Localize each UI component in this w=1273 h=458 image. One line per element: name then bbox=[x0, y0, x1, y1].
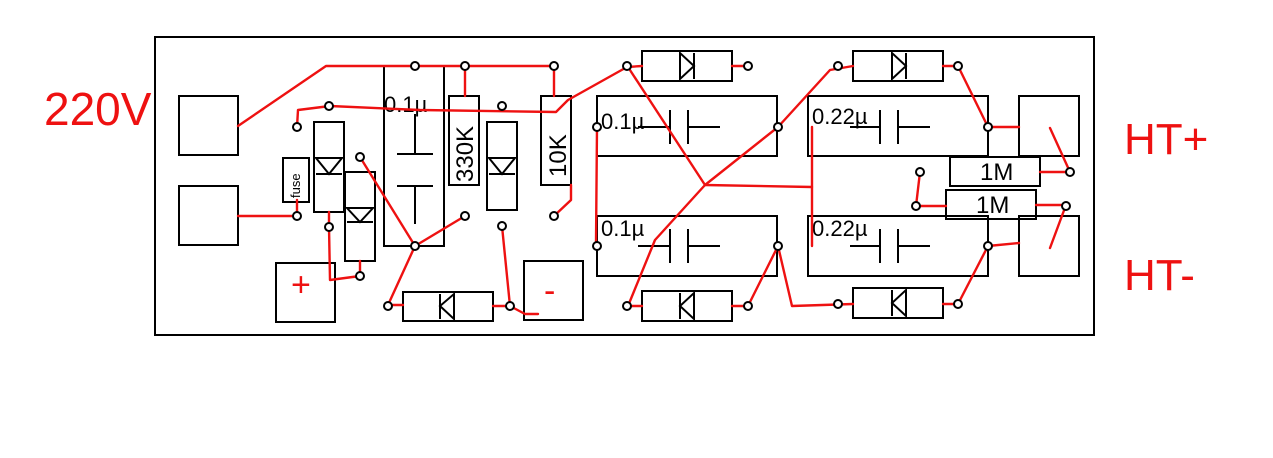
bridge-diode-1 bbox=[313, 121, 345, 213]
multiplier-diode-bottom-right bbox=[852, 287, 944, 319]
bridge-diode-2 bbox=[344, 171, 376, 262]
multiplier-diode-bottom-left bbox=[641, 290, 733, 322]
output-negative-label: HT- bbox=[1124, 251, 1195, 300]
plus-pad bbox=[275, 262, 336, 323]
wiring bbox=[236, 64, 1072, 316]
input-voltage-label: 220V bbox=[44, 83, 152, 135]
board-outline bbox=[154, 36, 1095, 336]
resistor-10k bbox=[540, 95, 572, 186]
multiplier-diode-top-left bbox=[641, 50, 733, 82]
input-pad-top bbox=[178, 95, 239, 156]
terminals bbox=[292, 61, 1075, 311]
input-pad-bottom bbox=[178, 185, 239, 246]
multiplier-cap-top-left-label: 0.1µ bbox=[601, 109, 645, 134]
bridge-diode-4 bbox=[402, 291, 494, 322]
output-pad-bottom bbox=[1018, 215, 1080, 277]
resistor-1m-bottom-label: 1M bbox=[976, 192, 1009, 219]
input-capacitor-label: 0.1µ bbox=[384, 92, 428, 117]
multiplier-cap-bottom-left-label: 0.1µ bbox=[601, 216, 645, 241]
bridge-diode-3 bbox=[486, 121, 518, 211]
resistor-1m-top-label: 1M bbox=[980, 159, 1013, 186]
plus-pad-label: + bbox=[291, 266, 311, 304]
multiplier-cap-bottom-right-label: 0.22µ bbox=[812, 216, 868, 241]
minus-pad-label: - bbox=[544, 272, 555, 310]
multiplier-diode-top-right bbox=[852, 50, 944, 82]
output-positive-label: HT+ bbox=[1124, 115, 1208, 164]
output-pad-top bbox=[1018, 95, 1080, 157]
fuse-label: fuse bbox=[288, 173, 303, 198]
resistor-330k-label: 330K bbox=[452, 126, 479, 182]
multiplier-cap-top-right-label: 0.22µ bbox=[812, 104, 868, 129]
resistor-10k-label: 10K bbox=[545, 134, 572, 177]
minus-pad bbox=[523, 260, 584, 321]
